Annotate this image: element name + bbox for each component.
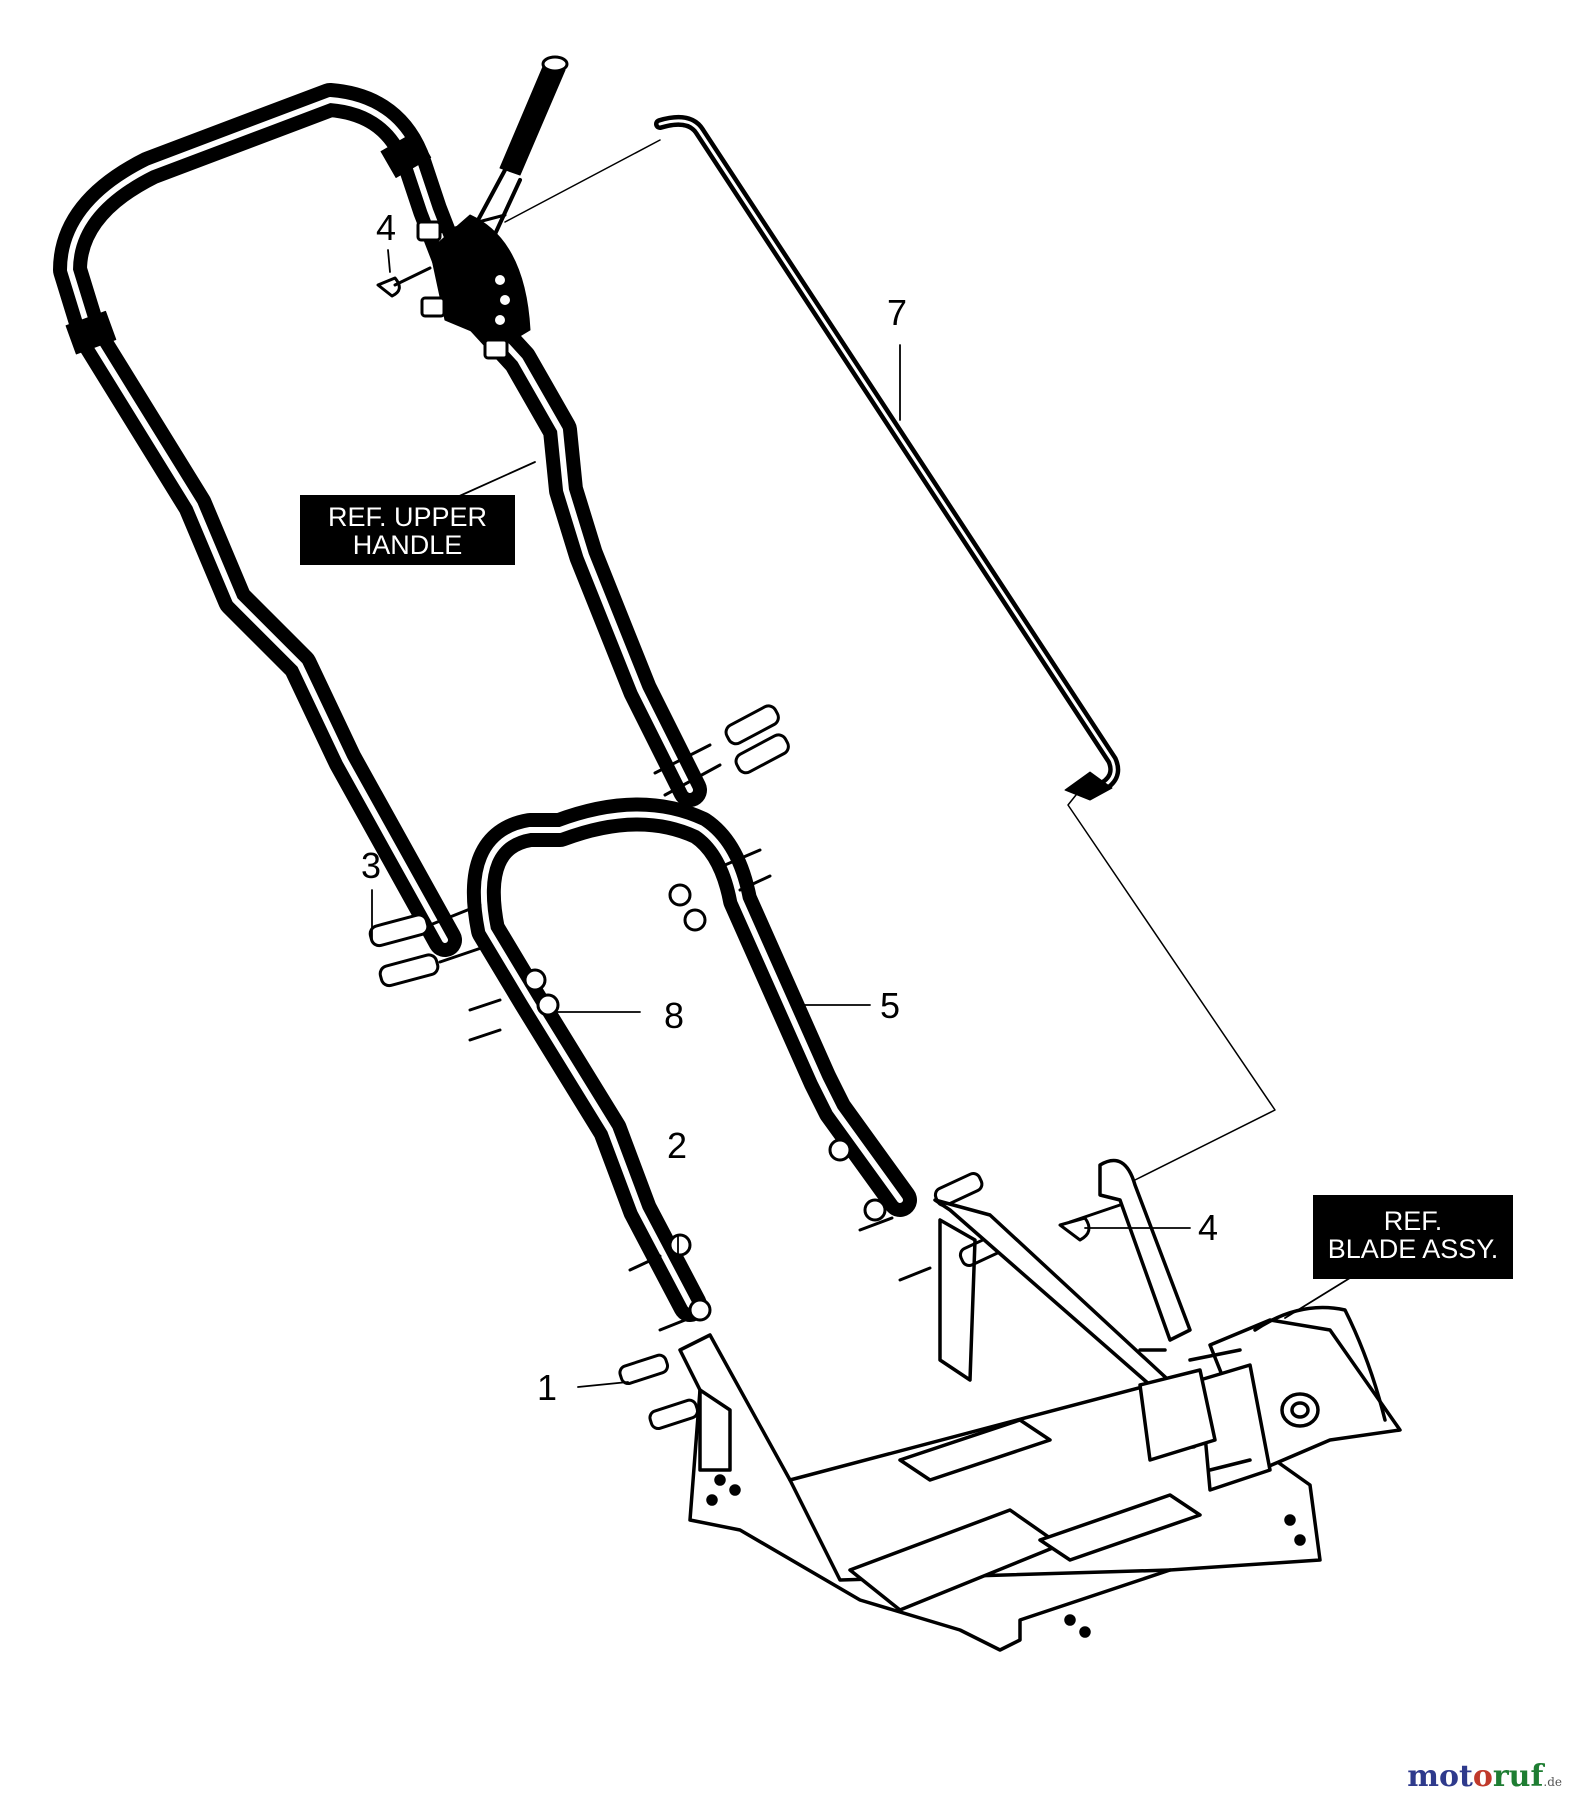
bracket-bolts-top xyxy=(416,213,509,360)
lower-handle-hardware xyxy=(523,883,1009,1431)
callout-4-top: 4 xyxy=(376,207,397,248)
leader-4-top xyxy=(387,249,391,273)
cotter-pin-bottom xyxy=(1058,1203,1122,1242)
cable-routing-line xyxy=(1067,789,1276,1181)
motoruf-watermark: motoruf.de xyxy=(1407,1759,1562,1794)
control-lever xyxy=(429,55,569,346)
leader-1 xyxy=(577,1381,629,1388)
callout-1: 1 xyxy=(537,1367,558,1408)
ref-upper-handle-line1: REF. UPPER xyxy=(327,502,488,532)
leader-blade-assy xyxy=(1284,1272,1359,1319)
ref-blade-assy-line1: REF. xyxy=(1383,1206,1443,1236)
upper-handle-grip-left xyxy=(65,310,117,355)
joint-ticks xyxy=(468,848,932,1332)
leader-cable-top xyxy=(504,139,661,223)
ref-upper-handle-label: REF. UPPER HANDLE xyxy=(300,495,515,565)
ref-blade-assy-label: REF. BLADE ASSY. xyxy=(1313,1195,1513,1279)
callout-7: 7 xyxy=(887,292,908,333)
ref-blade-assy-line2: BLADE ASSY. xyxy=(1327,1234,1499,1265)
callout-2: 2 xyxy=(667,1125,688,1166)
blade-assembly xyxy=(1098,1158,1402,1492)
callout-5: 5 xyxy=(880,985,901,1026)
callout-3: 3 xyxy=(361,845,382,886)
leader-upper-handle xyxy=(454,461,536,499)
ref-upper-handle-line2: HANDLE xyxy=(352,530,463,561)
upper-handle-grip-right xyxy=(380,131,432,178)
handle-mount-bracket xyxy=(678,1198,1322,1652)
lower-handle xyxy=(466,797,917,1322)
cotter-pin-top xyxy=(376,266,432,298)
control-cable xyxy=(654,114,1121,801)
upper-handle-bolts xyxy=(368,704,790,988)
callout-4-bottom: 4 xyxy=(1198,1207,1219,1248)
leader-lines xyxy=(371,249,1359,1388)
callout-8: 8 xyxy=(664,995,685,1036)
